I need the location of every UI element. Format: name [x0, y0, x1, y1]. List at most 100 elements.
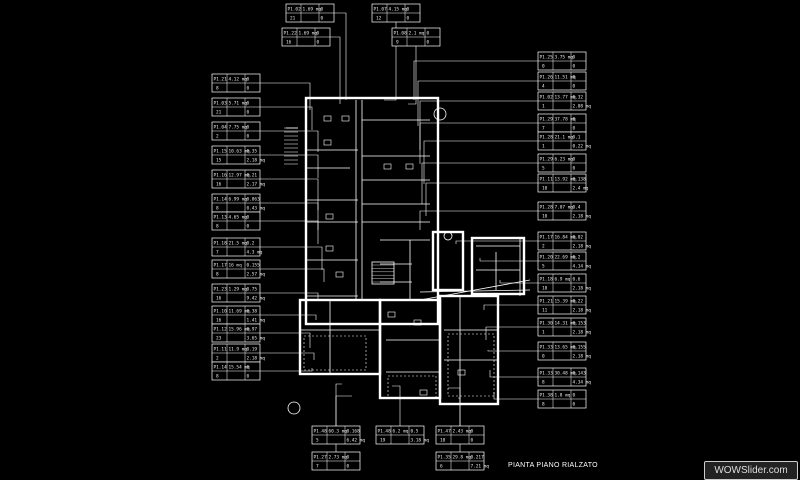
room-tag-ratio: 0: [427, 31, 430, 37]
room-tag-area: 10.63 mq: [229, 149, 251, 155]
room-tag-area: 4.15 mq: [389, 7, 408, 13]
room-tag-id: P1.16: [214, 173, 228, 179]
room-tag-surface: 2.18 mq: [573, 214, 592, 220]
room-tag-area: 6.23 mq: [555, 157, 574, 163]
room-tag-surface: 2.17 mq: [247, 182, 266, 188]
room-tag-count: 11: [542, 308, 548, 314]
room-tag-ratio: 0: [247, 77, 250, 83]
room-tag-ratio: 0.21: [247, 173, 258, 179]
room-tag-surface: 7.21 mq: [471, 464, 490, 470]
room-tag-ratio: 0: [317, 31, 320, 37]
room-tag-count: 8: [542, 380, 545, 386]
room-tag-ratio: 0.5: [411, 429, 419, 435]
room-tag-ratio: 0: [573, 157, 576, 163]
room-tag-count: 8: [216, 206, 219, 212]
room-tag-surface: 4.14 mq: [573, 264, 592, 270]
room-tag-area: 11.51 mq: [555, 75, 577, 81]
room-tag-count: 7: [542, 126, 545, 132]
room-tag-count: 21: [216, 110, 222, 116]
room-tag-id: P1.11: [540, 177, 554, 183]
room-tag-id: P1.17: [214, 263, 228, 269]
room-tag-id: P1.22: [284, 31, 298, 37]
room-tag-area: 12.97 mq: [229, 173, 251, 179]
room-tag-count: 2: [542, 244, 545, 250]
room-tag-count: 12: [376, 16, 382, 22]
room-tag-surface: 0.43 mq: [247, 206, 266, 212]
room-tag-ratio: 0.75: [247, 287, 258, 293]
room-tag-id: P1.38: [540, 393, 554, 399]
room-tag-surface: 2.18 mq: [573, 244, 592, 250]
room-tag-area: 13.77 mq: [555, 95, 577, 101]
room-tag-area: 16.84 mq: [555, 235, 577, 241]
room-tag-count: 23: [216, 336, 222, 342]
room-tag-id: P1.23: [214, 287, 228, 293]
room-tag-area: 6.2 mq: [393, 429, 409, 435]
room-tag-area: 7.07 mq: [555, 205, 574, 211]
room-tag-count: 5: [542, 166, 545, 172]
room-tag-area: 30.48 mq: [555, 371, 577, 377]
room-tag-id: P1.48: [314, 429, 328, 435]
room-tag-id: P1.26: [540, 75, 554, 81]
room-tag-ratio: 0: [247, 125, 250, 131]
room-tag-surface: 2.4 mq: [573, 186, 589, 192]
room-tag-surface: 2.18 mq: [573, 330, 592, 336]
room-tag-surface: 0: [247, 134, 250, 140]
room-tag-id: P1.29: [540, 117, 554, 123]
room-tag-count: 8: [542, 402, 545, 408]
room-tag-count: 5: [316, 438, 319, 444]
room-tag-area: 3.75 mq: [555, 55, 574, 61]
room-tag-count: 16: [286, 40, 292, 46]
room-tag-ratio: 0.168: [347, 429, 361, 435]
room-tag-area: 13.92 mq: [555, 177, 577, 183]
room-tag-ratio: 0.97: [247, 327, 258, 333]
room-tag-id: P1.18: [540, 277, 554, 283]
room-tag-count: 1: [542, 144, 545, 150]
room-tag-ratio: 0.6: [573, 277, 581, 283]
room-tag-surface: 6.42 mq: [347, 438, 366, 444]
room-tag-count: 8: [216, 86, 219, 92]
room-tag-id: P1.35: [438, 455, 452, 461]
room-tag-ratio: 0: [321, 7, 324, 13]
watermark-badge[interactable]: WOWSlider.com: [704, 461, 798, 480]
room-tag-ratio: 0.155: [247, 263, 261, 269]
room-tag-id: P1.07: [374, 7, 388, 13]
room-tag-id: P1.47: [438, 429, 452, 435]
room-tag-ratio: 0: [471, 429, 474, 435]
room-tag-surface: 2.18 mq: [247, 356, 266, 362]
room-tag-count: 1: [542, 104, 545, 110]
room-tag-ratio: 0.153: [573, 321, 587, 327]
room-tag-surface: 0: [247, 374, 250, 380]
room-tag-area: 14.31 mq: [555, 321, 577, 327]
room-tag-surface: 0: [573, 126, 576, 132]
room-tag-area: 1.8 mq: [555, 393, 571, 399]
room-tag-surface: 0: [247, 224, 250, 230]
room-tag-surface: 9.42 mq: [247, 296, 266, 302]
room-tag-count: 5: [542, 264, 545, 270]
room-tag-surface: 0: [247, 110, 250, 116]
room-tag-surface: 2.18 mq: [573, 354, 592, 360]
room-tag-surface: 4.34 mq: [573, 380, 592, 386]
room-tag-id: P1.30: [540, 321, 554, 327]
room-tag-count: 1: [542, 330, 545, 336]
room-tag-surface: 0: [573, 64, 576, 70]
room-tag-ratio: 0.2: [573, 255, 581, 261]
room-tag-id: P1.17: [540, 235, 554, 241]
room-tag-id: P1.27: [314, 455, 328, 461]
room-tag-area: 22.69 mq: [555, 255, 577, 261]
room-tag-id: P1.18: [214, 241, 228, 247]
room-tag-count: 0: [542, 354, 545, 360]
room-tag-id: P1.21: [214, 77, 228, 83]
